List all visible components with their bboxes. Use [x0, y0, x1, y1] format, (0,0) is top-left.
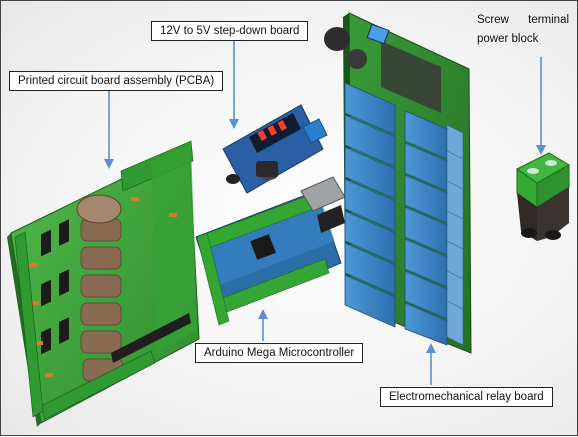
screw-terminal-label-line2: power block [477, 33, 539, 45]
pcba-board [7, 140, 200, 427]
relay-label: Electromechanical relay board [380, 387, 553, 407]
pcba-label: Printed circuit board assembly (PCBA) [9, 71, 224, 91]
screw-terminal-label-line1: Screw terminal [477, 14, 570, 26]
arduino-mega-board [195, 176, 346, 326]
relay-board [324, 12, 472, 354]
arduino-label: Arduino Mega Microcontroller [195, 343, 364, 363]
callout-arrows [104, 40, 546, 385]
step-down-board [222, 104, 328, 194]
step-down-label: 12V to 5V step-down board [151, 21, 309, 41]
screw-terminal-block [516, 152, 570, 241]
screw-terminal-label: Screw terminal power block [477, 11, 569, 49]
